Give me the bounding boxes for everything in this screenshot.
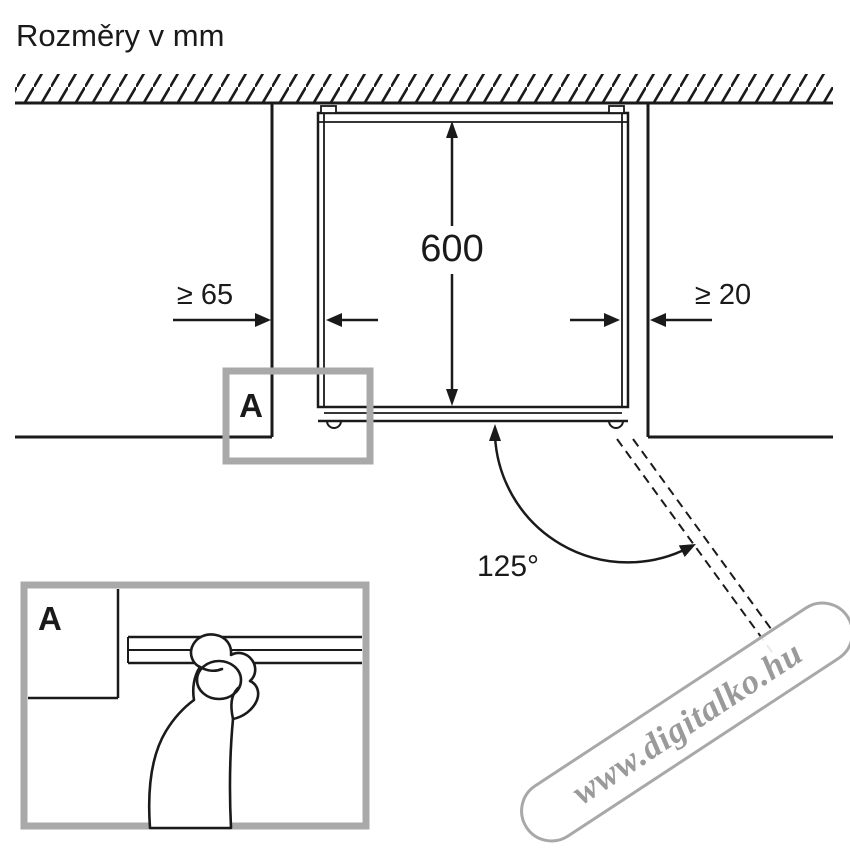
arrow-right-icon [255,313,271,327]
detail-box-marker-label: A [38,600,62,637]
ceiling-hatch [15,74,833,105]
detail-marker-square: A [222,367,374,465]
arrow-down-icon [446,389,458,406]
detail-a-box: A [20,581,370,830]
arrow-left-icon [650,313,666,327]
watermark-text: www.digitalko.hu [565,633,810,812]
right-clearance-dimension: ≥ 20 [570,279,751,327]
arrow-right-icon [604,313,620,327]
left-clearance-dimension: ≥ 65 [173,279,378,327]
foot-left [326,420,342,429]
hinge-left [320,105,337,114]
watermark-banner: www.digitalko.hu [520,601,850,843]
depth-dimension-label: 600 [420,228,483,270]
open-door-dashed-lines [616,438,775,653]
foot-right [608,420,624,429]
detail-marker-label: A [239,387,263,424]
arrow-up-icon [489,424,501,441]
hand-drawing [147,633,260,830]
door-swing-arc: 125° [477,424,696,583]
arrow-swing-icon [678,544,696,557]
arrow-up-icon [446,121,458,138]
hinge-right [608,105,625,114]
right-clearance-label: ≥ 20 [695,279,751,311]
diagram-title: Rozměry v mm [16,18,224,53]
appliance-body [316,105,630,429]
arrow-left-icon [326,313,342,327]
left-clearance-label: ≥ 65 [177,279,233,311]
depth-dimension-arrow: 600 [420,121,484,406]
door-angle-label: 125° [477,550,539,583]
